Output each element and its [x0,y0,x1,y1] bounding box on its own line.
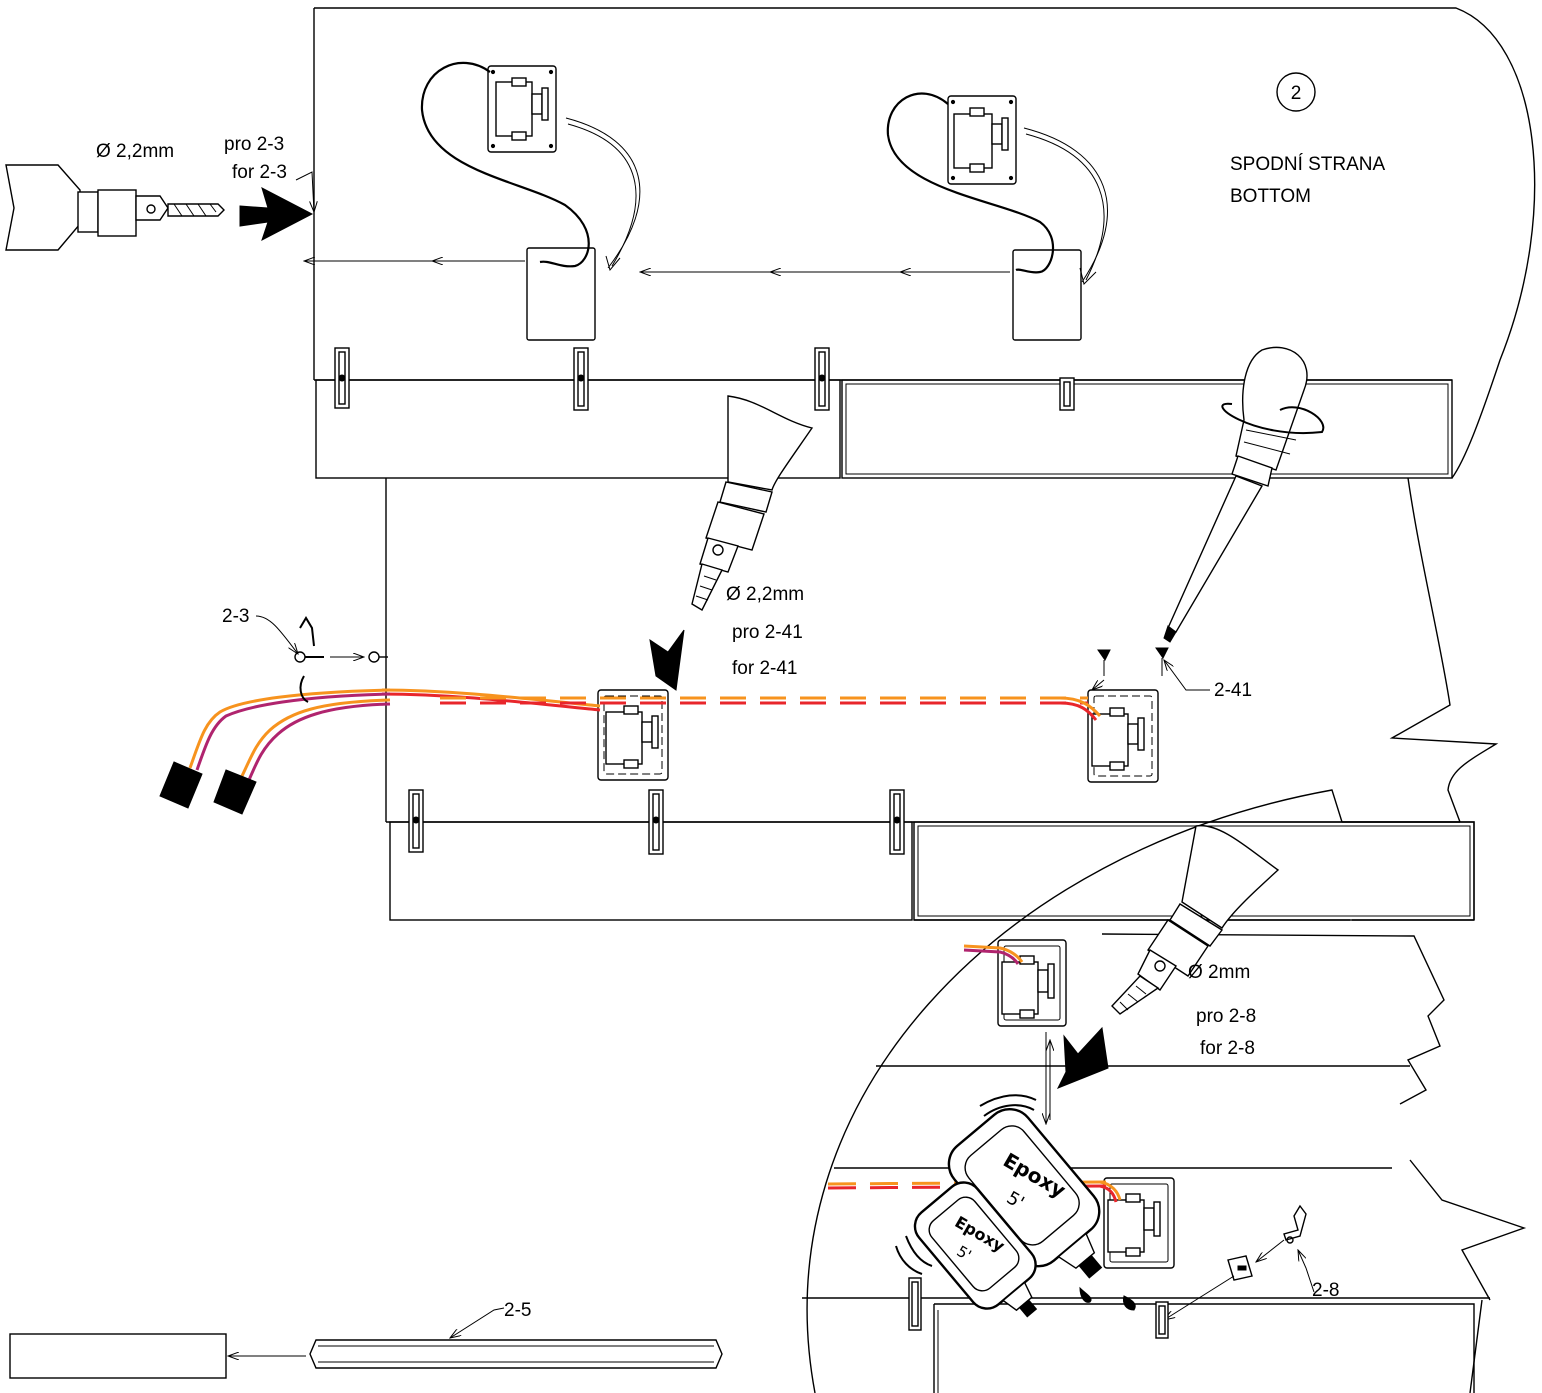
servo-insert-arrow [565,117,1108,285]
string-exit-arrow [304,261,1010,272]
detail-view [802,789,1527,1393]
hinge [648,789,664,855]
servo-wire [188,688,1102,781]
insert-arrow [1046,1032,1050,1124]
drill-purpose-en: for 2-8 [1200,1038,1255,1059]
upper-wing-panel [313,7,1536,479]
drill-diameter-label: Ø 2mm [1188,962,1250,983]
drill-purpose-cz: pro 2-8 [1196,1006,1256,1027]
drill-icon [1111,825,1280,1015]
hinge [908,1277,1169,1339]
servo-pocket [1012,249,1082,341]
side-title-en: BOTTOM [1230,186,1311,207]
direction-arrow-icon [1056,1026,1109,1089]
callout-2-8: 2-8 [1312,1280,1339,1301]
drill-purpose-cz: pro 2-41 [732,622,803,643]
step-number-badge: 2 [1276,72,1316,112]
drill-purpose-cz: pro 2-3 [224,134,284,155]
direction-arrow-icon [239,187,314,242]
hinge [408,789,424,853]
servo [997,939,1067,1027]
hinge [814,347,830,411]
screwdriver-icon [1163,346,1325,643]
middle-wing-panel [385,477,1499,921]
drill-diameter-label: Ø 2,2mm [726,584,804,605]
control-horn [1164,1204,1307,1320]
hinge [1059,377,1075,411]
direction-arrow-icon [649,629,685,691]
hinge [573,347,589,411]
servo [487,65,557,153]
drill-purpose-en: for 2-41 [732,658,797,679]
screw-icon [1097,647,1169,676]
glue-drop-icon [1079,1286,1136,1311]
drill-icon [5,164,225,251]
drill-icon [691,395,814,611]
servo [1103,1177,1175,1269]
step-number: 2 [1291,83,1302,104]
epoxy-bottle-large: Epoxy 5' [947,1108,1103,1279]
callout-2-3: 2-3 [222,606,249,627]
motion-lines [895,1094,1037,1275]
hook-icon [294,616,388,703]
servo [597,689,669,781]
drill-diameter-label: Ø 2,2mm [96,141,174,162]
hinge [334,347,350,409]
callout-2-5: 2-5 [504,1300,531,1321]
part-2-5 [9,1333,723,1379]
side-title-cz: SPODNÍ STRANA [1230,154,1386,175]
servo [947,95,1017,185]
drill-purpose-en: for 2-3 [232,162,287,183]
servo-pocket [526,247,596,341]
servo [1087,689,1159,783]
servo-connector [159,761,257,815]
pull-string [420,61,1055,274]
hinge [889,789,905,855]
epoxy-bottle-small: Epoxy 5' [913,1181,1038,1318]
callout-2-41: 2-41 [1214,680,1252,701]
